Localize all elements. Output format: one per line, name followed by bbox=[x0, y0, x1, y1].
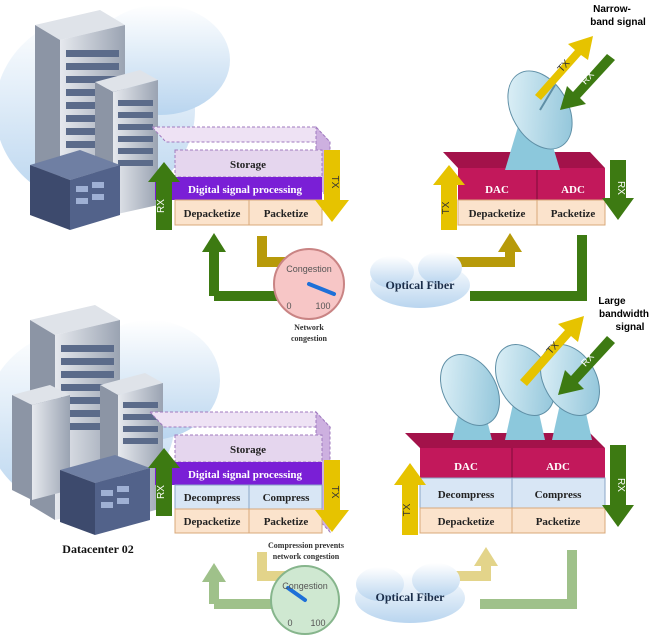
depacketize-label: Depacketize bbox=[469, 208, 526, 220]
congestion-gauge: Congestion 0 100 bbox=[273, 248, 345, 320]
congestion-gauge: Congestion 0 100 bbox=[270, 565, 340, 635]
adc-label: ADC bbox=[561, 184, 585, 196]
dsp-label: Digital signal processing bbox=[188, 469, 303, 481]
tx-arrow: TX bbox=[315, 150, 349, 222]
tx-label: TX bbox=[402, 503, 413, 516]
storage-label: Storage bbox=[230, 444, 266, 456]
dac-label: DAC bbox=[454, 461, 478, 473]
rx-label: RX bbox=[156, 485, 167, 499]
depacketize-label: Depacketize bbox=[184, 516, 241, 528]
rx-label: RX bbox=[156, 199, 167, 213]
rx-arrow: RX bbox=[148, 448, 180, 516]
compress-label: Compress bbox=[263, 492, 311, 504]
packetize-label: Packetize bbox=[264, 208, 309, 220]
large-bandwidth-signal-label: signal bbox=[616, 322, 645, 333]
network-congestion-label: Network bbox=[294, 323, 324, 332]
decompress-label: Decompress bbox=[184, 492, 241, 504]
dsp-label: Digital signal processing bbox=[188, 184, 303, 196]
ground-station-stack-bottom bbox=[405, 433, 606, 534]
network-congestion-label: congestion bbox=[291, 334, 328, 343]
rx-label: RX bbox=[615, 181, 626, 195]
large-bandwidth-signal-label: bandwidth bbox=[599, 309, 649, 320]
storage-label: Storage bbox=[230, 159, 266, 171]
rx-arrow: RX bbox=[602, 160, 634, 220]
tx-arrow: TX bbox=[433, 165, 465, 230]
gauge-max: 100 bbox=[310, 618, 325, 628]
satellite-dish-icon bbox=[440, 354, 500, 440]
storage-unit-icon bbox=[30, 150, 120, 230]
satellite-dish-icon bbox=[505, 70, 573, 170]
optical-fiber-label: Optical Fiber bbox=[376, 590, 446, 604]
gauge-max: 100 bbox=[315, 301, 330, 311]
rx-path-head bbox=[202, 563, 226, 582]
compression-note: network congestion bbox=[273, 552, 340, 561]
ground-station-stack-top bbox=[443, 152, 606, 226]
gauge-min: 0 bbox=[287, 618, 292, 628]
datacenter-label: Datacenter 02 bbox=[62, 542, 133, 556]
rx-label: RX bbox=[615, 478, 626, 492]
rx-arrow: RX bbox=[602, 445, 634, 527]
decompress-label: Decompress bbox=[438, 489, 495, 501]
dac-label: DAC bbox=[485, 184, 509, 196]
optical-fiber-cloud bbox=[370, 252, 470, 308]
tx-path-head bbox=[498, 233, 522, 252]
gauge-min: 0 bbox=[286, 301, 291, 311]
processing-stack-bottom bbox=[148, 410, 332, 534]
rx-arrow: RX bbox=[558, 336, 615, 395]
gauge-title: Congestion bbox=[286, 264, 332, 274]
tx-path bbox=[450, 248, 515, 267]
tx-label: TX bbox=[329, 486, 340, 499]
depacketize-label: Depacketize bbox=[184, 208, 241, 220]
tx-label: TX bbox=[441, 201, 452, 214]
adc-label: ADC bbox=[546, 461, 570, 473]
storage-unit-icon bbox=[60, 455, 150, 535]
tx-label: TX bbox=[329, 176, 340, 189]
compress-label: Compress bbox=[535, 489, 583, 501]
depacketize-label: Depacketize bbox=[438, 516, 495, 528]
gauge-title: Congestion bbox=[282, 581, 328, 591]
rx-arrow: RX bbox=[560, 54, 615, 110]
rx-arrow: RX bbox=[148, 162, 180, 230]
tx-path-head bbox=[474, 547, 498, 566]
tx-arrow: TX bbox=[315, 460, 349, 532]
large-bandwidth-signal-label: Large bbox=[598, 296, 626, 307]
narrowband-signal-label: band signal bbox=[590, 17, 646, 28]
rx-path bbox=[470, 235, 587, 301]
packetize-label: Packetize bbox=[264, 516, 309, 528]
rx-path bbox=[480, 550, 577, 609]
tx-arrow: TX bbox=[394, 463, 426, 535]
packetize-label: Packetize bbox=[536, 516, 581, 528]
narrowband-signal-label: Narrow- bbox=[593, 4, 631, 15]
packetize-label: Packetize bbox=[551, 208, 596, 220]
optical-fiber-label: Optical Fiber bbox=[386, 278, 456, 292]
compression-note: Compression prevents bbox=[268, 541, 344, 550]
rx-path-head bbox=[202, 233, 226, 252]
optical-fiber-cloud bbox=[355, 563, 465, 623]
